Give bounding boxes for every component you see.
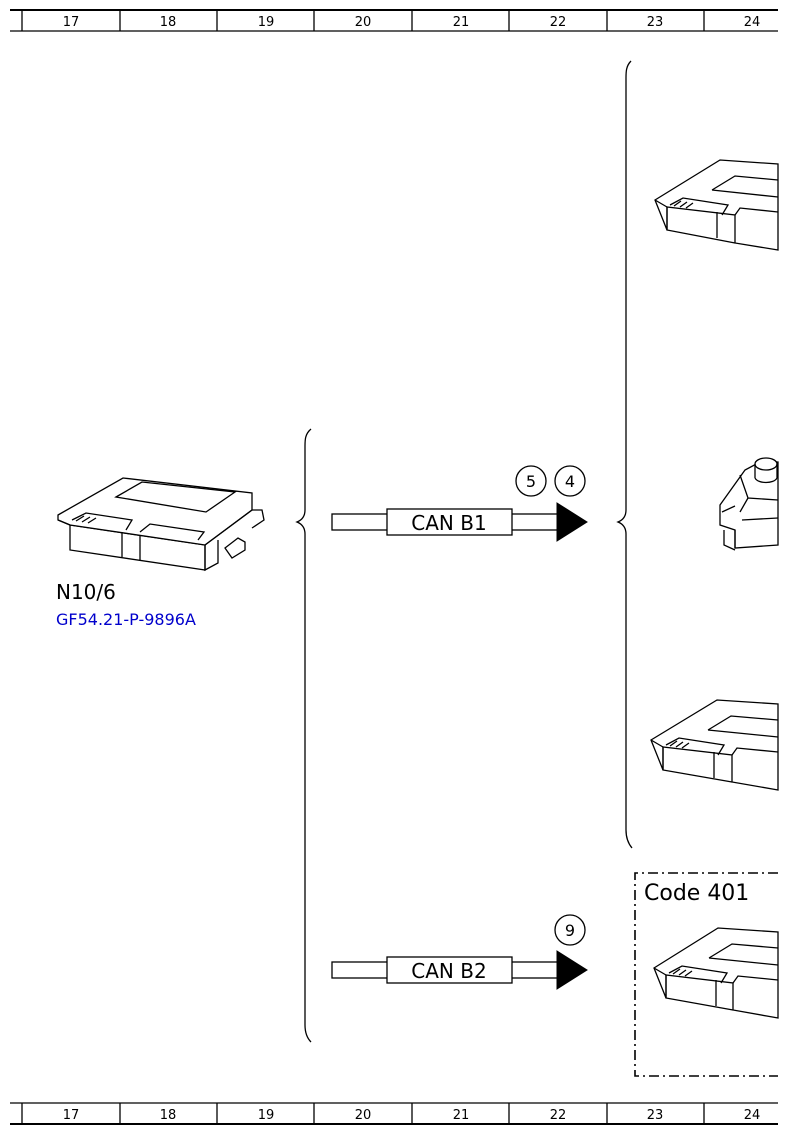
bottom-ruler-col-23: 23 bbox=[647, 1108, 664, 1123]
left-brace bbox=[295, 428, 312, 1043]
top-column-ruler: 17 18 19 20 21 22 23 24 bbox=[10, 9, 778, 32]
control-unit-right-top-drawing[interactable] bbox=[654, 159, 779, 251]
control-unit-code-401-drawing[interactable] bbox=[653, 927, 779, 1019]
top-ruler-col-18: 18 bbox=[160, 15, 177, 30]
top-ruler-col-21: 21 bbox=[453, 15, 470, 30]
can-b2-marker-9-circle bbox=[554, 914, 586, 946]
top-ruler-col-19: 19 bbox=[258, 15, 275, 30]
can-b1-label: CAN B1 bbox=[411, 511, 486, 535]
can-b1-marker-4: 4 bbox=[565, 472, 575, 491]
bottom-ruler-col-21: 21 bbox=[453, 1108, 470, 1123]
can-b1-bus-arrow[interactable] bbox=[331, 502, 588, 542]
can-b1-marker-5-circle bbox=[515, 465, 547, 497]
bottom-ruler-col-22: 22 bbox=[550, 1108, 567, 1123]
top-ruler-col-24: 24 bbox=[744, 15, 761, 30]
document-link-code[interactable]: GF54.21-P-9896A bbox=[56, 610, 196, 629]
code-401-label: Code 401 bbox=[644, 881, 749, 906]
top-ruler-col-20: 20 bbox=[355, 15, 372, 30]
bottom-ruler-col-17: 17 bbox=[63, 1108, 80, 1123]
can-b1-marker-4-circle bbox=[554, 465, 586, 497]
top-ruler-col-23: 23 bbox=[647, 15, 664, 30]
control-unit-right-middle-drawing[interactable] bbox=[719, 457, 779, 551]
can-b2-label: CAN B2 bbox=[411, 959, 486, 983]
can-b1-marker-5: 5 bbox=[526, 472, 536, 491]
bottom-ruler-col-18: 18 bbox=[160, 1108, 177, 1123]
code-401-box bbox=[634, 872, 778, 1077]
top-ruler-col-17: 17 bbox=[63, 15, 80, 30]
bottom-column-ruler: 17 18 19 20 21 22 23 24 bbox=[10, 1102, 778, 1125]
can-b2-bus-arrow[interactable] bbox=[331, 950, 588, 990]
control-unit-n10-6-drawing[interactable] bbox=[57, 477, 265, 572]
can-b2-marker-9: 9 bbox=[565, 921, 575, 940]
component-name: N10/6 bbox=[56, 580, 116, 604]
right-brace bbox=[616, 60, 633, 849]
bottom-ruler-col-19: 19 bbox=[258, 1108, 275, 1123]
bottom-ruler-col-20: 20 bbox=[355, 1108, 372, 1123]
top-ruler-col-22: 22 bbox=[550, 15, 567, 30]
bottom-ruler-col-24: 24 bbox=[744, 1108, 761, 1123]
control-unit-right-lower-drawing[interactable] bbox=[650, 699, 779, 791]
